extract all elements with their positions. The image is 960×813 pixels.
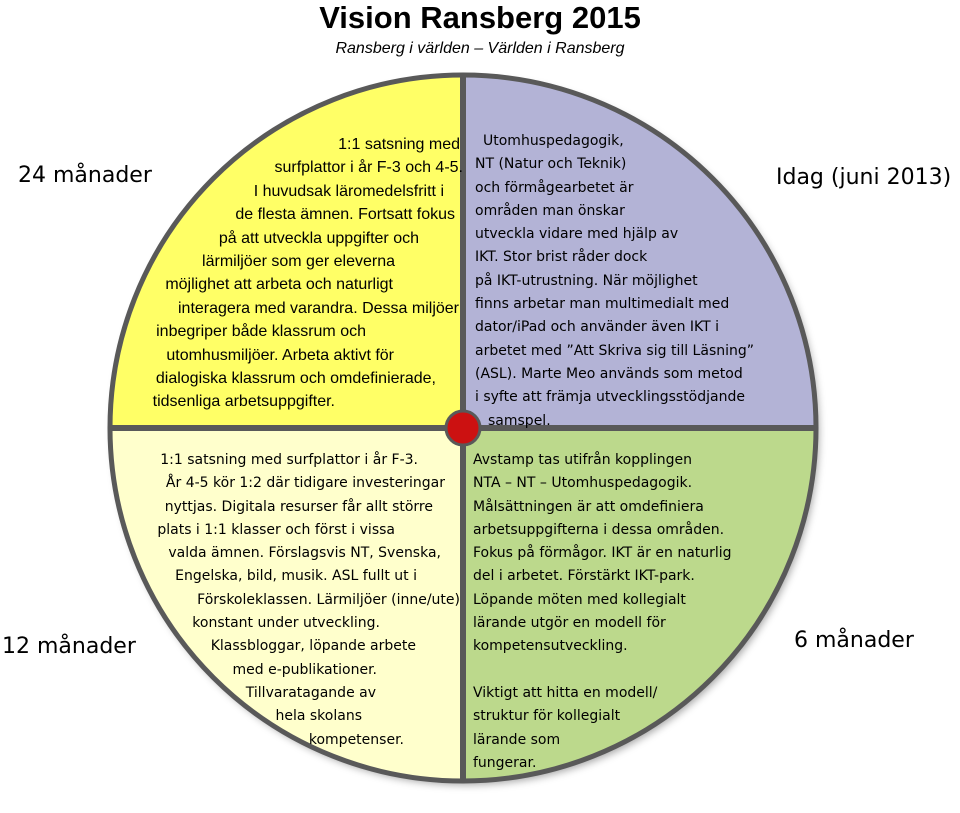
- text-line: del i arbetet. Förstärkt IKT-park.: [473, 568, 695, 585]
- text-line: Engelska, bild, musik. ASL fullt ut i: [175, 568, 417, 585]
- text-line: 1:1 satsning med surfplattor i år F-3.: [160, 452, 418, 468]
- text-line: dialogiska klassrum och omdefinierade,: [155, 370, 436, 388]
- text-line: IKT. Stor brist råder dock: [475, 249, 648, 266]
- text-line: Löpande möten med kollegialt: [473, 591, 686, 608]
- text-line: Klassbloggar, löpande arbete: [210, 638, 416, 655]
- quadrant-bottom-right: [463, 428, 816, 781]
- text-line: surfplattor i år F-3 och 4-5.: [274, 159, 463, 177]
- text-line: interagera med varandra. Dessa miljöer: [177, 299, 459, 317]
- text-line: kompetensutveckling.: [473, 638, 628, 655]
- label-6-manader: 6 månader: [794, 628, 914, 653]
- text-line: hela skolans: [275, 708, 362, 725]
- text-line: konstant under utveckling.: [192, 615, 380, 632]
- quadrant-bottom-left: [110, 428, 463, 781]
- text-line: lärande utgör en modell för: [473, 615, 666, 632]
- text-line: NT (Natur och Teknik): [475, 156, 627, 173]
- quadrant-top-right-text: Utomhuspedagogik, NT (Natur och Teknik) oc…: [475, 130, 754, 433]
- text-line: och förmågearbetet är: [475, 179, 634, 196]
- text-line: [473, 659, 732, 682]
- text-line: kompetenser.: [308, 731, 404, 748]
- text-line: med e-publikationer.: [232, 661, 377, 678]
- center-dot: [444, 409, 482, 447]
- label-idag: Idag (juni 2013): [776, 165, 952, 190]
- text-line: NTA – NT – Utomhuspedagogik.: [473, 475, 693, 492]
- text-line: nyttjas. Digitala resurser får allt stör…: [164, 498, 433, 515]
- label-24-manader: 24 månader: [18, 163, 152, 188]
- text-line: i syfte att främja utvecklingsstödjande: [475, 389, 745, 406]
- text-line: 1:1 satsning med: [338, 136, 460, 153]
- text-line: I huvudsak läromedelsfritt i: [253, 182, 444, 200]
- text-line: Utomhuspedagogik,: [483, 133, 624, 149]
- quadrant-bottom-left-text: 1:1 satsning med surfplattor i år F-3. År…: [0, 449, 470, 752]
- text-line: utomhusmiljöer. Arbeta aktivt för: [166, 346, 394, 364]
- text-line: på IKT-utrustning. När möjlighet: [475, 272, 698, 289]
- text-line: (ASL). Marte Meo används som metod: [475, 365, 743, 382]
- quadrant-top-right: [463, 75, 816, 428]
- text-line: arbetet med ”Att Skriva sig till Läsning…: [475, 342, 755, 359]
- page-title: Vision Ransberg 2015: [319, 0, 641, 35]
- text-line: områden man önskar: [475, 202, 625, 219]
- text-line: samspel.: [488, 412, 551, 429]
- text-line: valda ämnen. Förslagsvis NT, Svenska,: [168, 545, 441, 562]
- text-line: möjlighet att arbeta och naturligt: [165, 276, 393, 294]
- text-line: lärmiljöer som ger eleverna: [202, 253, 395, 271]
- text-line: Tillvaratagande av: [245, 684, 376, 701]
- quadrant-top-left: [110, 75, 463, 428]
- text-line: lärande som: [473, 731, 561, 748]
- text-line: Målsättningen är att omdefiniera: [473, 498, 704, 515]
- text-line: Förskoleklassen. Lärmiljöer (inne/ute): [197, 591, 460, 608]
- quadrant-top-left-text: 1:1 satsning med surfplattor i år F-3 och…: [0, 133, 463, 414]
- text-line: fungerar.: [473, 754, 537, 771]
- text-line: plats i 1:1 klasser och först i vissa: [157, 521, 395, 538]
- text-line: tidsenliga arbetsuppgifter.: [152, 393, 335, 411]
- text-line: inbegriper både klassrum och: [156, 323, 366, 341]
- text-line: dator/iPad och använder även IKT i: [475, 319, 720, 336]
- text-line: struktur för kollegialt: [473, 708, 621, 725]
- text-line: utveckla vidare med hjälp av: [475, 226, 679, 243]
- text-line: Fokus på förmågor. IKT är en naturlig: [473, 545, 732, 562]
- label-12-manader: 12 månader: [2, 634, 136, 659]
- text-line: Viktigt att hitta en modell/: [473, 684, 658, 701]
- text-line: År 4-5 kör 1:2 där tidigare investeringa…: [165, 475, 445, 492]
- page-subtitle: Ransberg i världen – Världen i Ransberg: [335, 40, 625, 57]
- text-line: på att utveckla uppgifter och: [218, 229, 419, 247]
- text-line: de flesta ämnen. Fortsatt fokus: [235, 206, 455, 224]
- text-line: Avstamp tas utifrån kopplingen: [473, 452, 693, 468]
- text-line: finns arbetar man multimedialt med: [475, 296, 730, 313]
- text-line: arbetsuppgifterna i dessa områden.: [473, 521, 725, 538]
